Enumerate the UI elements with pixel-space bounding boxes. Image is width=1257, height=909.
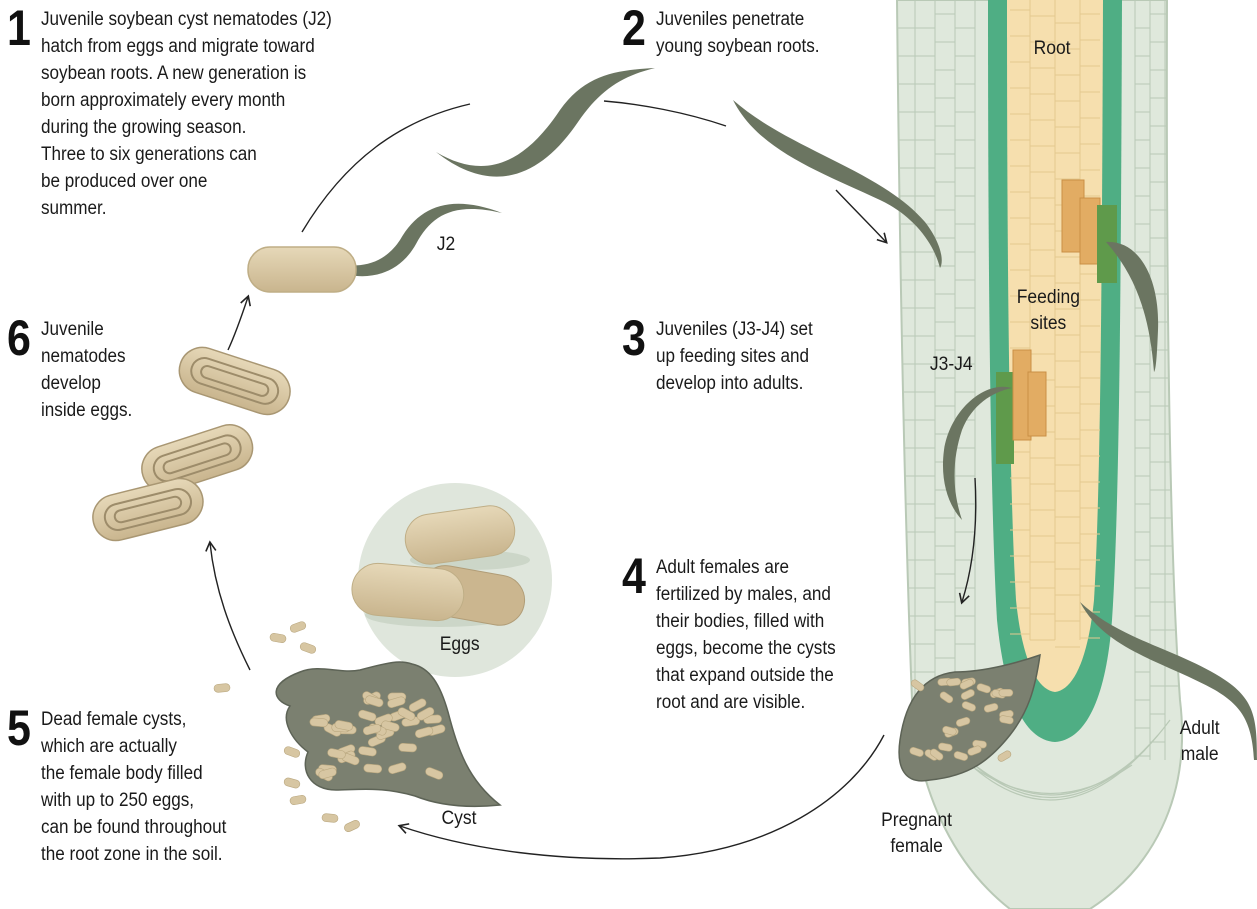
hatching-egg <box>248 247 356 292</box>
label-eggs: Eggs <box>440 632 480 658</box>
arrow-6-to-hatch <box>228 297 248 350</box>
swimming-juvenile-worm <box>436 68 655 177</box>
step-text: Juveniles (J3-J4) set up feeding sites a… <box>656 316 813 397</box>
step-number: 6 <box>7 316 29 360</box>
label-adult-male: Adult male <box>1180 716 1220 768</box>
step-5: 5 Dead female cysts, which are actually … <box>7 706 247 868</box>
arrow-2-top <box>604 101 726 126</box>
step-text: Juvenile nematodes develop inside eggs. <box>41 316 132 424</box>
step-text: Adult females are fertilized by males, a… <box>656 554 836 716</box>
label-pregnant-female: Pregnant female <box>881 808 952 860</box>
step-1: 1 Juvenile soybean cyst nematodes (J2) h… <box>7 6 364 222</box>
label-cyst: Cyst <box>442 806 477 832</box>
label-feeding-sites: Feeding sites <box>1017 285 1080 337</box>
step-4: 4 Adult females are fertilized by males,… <box>622 554 856 716</box>
step-text: Juvenile soybean cyst nematodes (J2) hat… <box>41 6 332 222</box>
step-text: Juveniles penetrate young soybean roots. <box>656 6 820 60</box>
step-number: 4 <box>622 554 644 598</box>
label-root: Root <box>1034 36 1071 62</box>
step-text: Dead female cysts, which are actually th… <box>41 706 226 868</box>
step-number: 3 <box>622 316 644 360</box>
step-number: 1 <box>7 6 29 50</box>
step-number: 5 <box>7 706 29 750</box>
step-number: 2 <box>622 6 644 50</box>
label-j2: J2 <box>437 232 455 258</box>
label-j3-j4: J3-J4 <box>930 352 973 378</box>
arrow-5-to-6 <box>210 543 250 670</box>
step-3: 3 Juveniles (J3-J4) set up feeding sites… <box>622 316 830 397</box>
developing-egg-1 <box>173 341 296 420</box>
step-6: 6 Juvenile nematodes develop inside eggs… <box>7 316 142 424</box>
step-2: 2 Juveniles penetrate young soybean root… <box>622 6 838 60</box>
